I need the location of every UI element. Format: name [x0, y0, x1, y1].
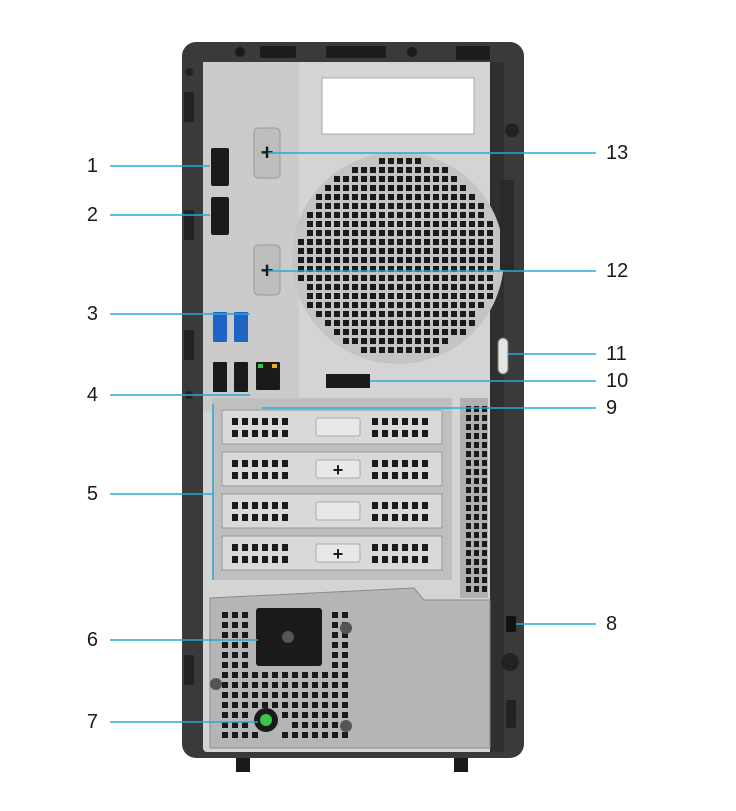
callout-label-7: 7 [86, 711, 98, 733]
psu-grille [222, 612, 348, 738]
fan-grille [298, 158, 493, 353]
security-cable-slot [506, 616, 516, 632]
side-slot [184, 655, 194, 685]
callout-label-1: 1 [86, 155, 98, 177]
callout-label-13: 13 [606, 142, 629, 164]
psu-screw [210, 678, 222, 690]
side-slot [184, 210, 194, 240]
service-tag [326, 374, 370, 388]
expansion-slots: ++ [221, 409, 443, 571]
top-screw [235, 47, 245, 57]
side-slot [184, 92, 194, 122]
svg-text:+: + [261, 258, 274, 283]
ethernet-led [272, 364, 277, 368]
psu-screw [340, 622, 352, 634]
displayport-port [211, 197, 229, 235]
power-pin [282, 631, 294, 643]
chassis-side [490, 62, 504, 752]
top-latch [456, 46, 490, 60]
side-screw [505, 123, 519, 137]
usb2-port-b [234, 362, 248, 392]
svg-text:+: + [261, 140, 274, 165]
padlock-ring [497, 337, 509, 375]
top-tab [326, 46, 386, 58]
expansion-vent-holes [466, 406, 487, 592]
callout-label-12: 12 [606, 260, 629, 282]
usb3-port-a [213, 312, 227, 342]
side-screw [185, 68, 193, 76]
callout-lines [110, 152, 596, 723]
ethernet-led [258, 364, 263, 368]
top-tab [260, 46, 296, 58]
side-slot [184, 330, 194, 360]
psu-screw [340, 720, 352, 732]
foot [236, 758, 250, 772]
ethernet-port [256, 362, 280, 390]
psu-test-led [260, 714, 272, 726]
side-panel [500, 180, 514, 270]
callout-label-4: 4 [86, 384, 98, 406]
usb2-port-a [213, 362, 227, 392]
svg-text:+: + [333, 544, 344, 564]
callout-label-5: 5 [86, 483, 98, 505]
io-panel [203, 62, 299, 412]
foot [454, 758, 468, 772]
optional-port-12 [253, 244, 281, 296]
callout-label-3: 3 [86, 303, 98, 325]
side-slot [506, 700, 516, 728]
hdmi-port [211, 148, 229, 186]
svg-text:+: + [333, 460, 344, 480]
handle-cutout [321, 77, 475, 135]
callout-label-2: 2 [86, 204, 98, 226]
callout-label-11: 11 [606, 343, 627, 365]
callout-label-8: 8 [606, 613, 618, 635]
top-screw [407, 47, 417, 57]
callout-label-9: 9 [606, 397, 618, 419]
usb3-port-b [234, 312, 248, 342]
callout-label-6: 6 [86, 629, 98, 651]
side-screw [501, 653, 519, 671]
callout-label-10: 10 [606, 370, 629, 392]
